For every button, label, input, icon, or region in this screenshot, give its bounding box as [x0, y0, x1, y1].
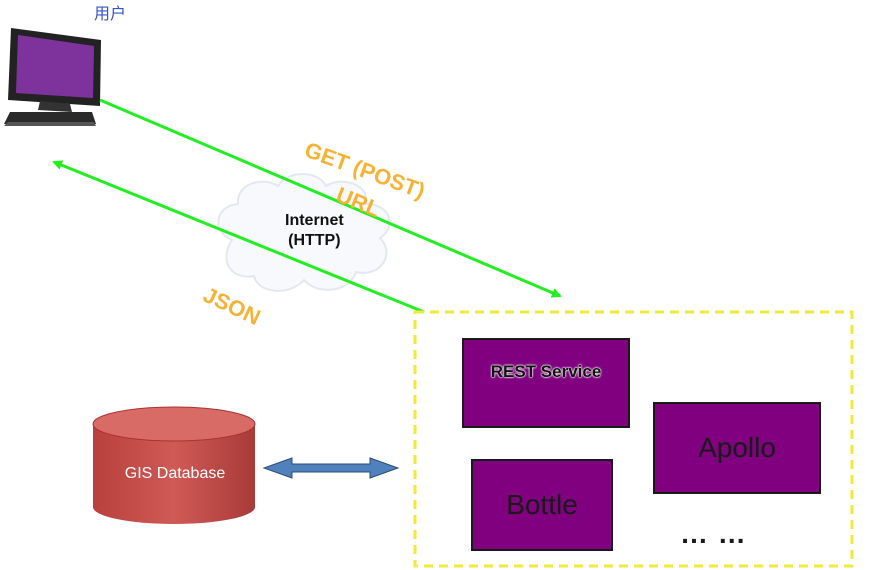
response-arrow — [52, 160, 425, 314]
internet-label: Internet (HTTP) — [285, 211, 344, 251]
internet-cloud — [217, 173, 391, 292]
rest-service-label: REST Service — [490, 362, 602, 381]
internet-label-line2: (HTTP) — [288, 232, 341, 249]
rest-service-box: REST Service — [462, 338, 630, 428]
gis-database-label: GIS Database — [124, 465, 226, 482]
bottle-box: Bottle — [471, 459, 613, 551]
db-link-arrow — [262, 457, 400, 479]
monitor-icon — [4, 28, 101, 126]
database-icon — [92, 406, 256, 524]
apollo-box: Apollo — [653, 402, 821, 494]
bottle-label: Bottle — [506, 489, 578, 520]
apollo-label: Apollo — [698, 432, 776, 463]
internet-label-line1: Internet — [285, 212, 344, 229]
server-container — [413, 310, 854, 568]
user-label: 用户 — [94, 6, 127, 23]
more-ellipsis: … … — [680, 518, 747, 549]
request-arrow — [99, 98, 562, 298]
